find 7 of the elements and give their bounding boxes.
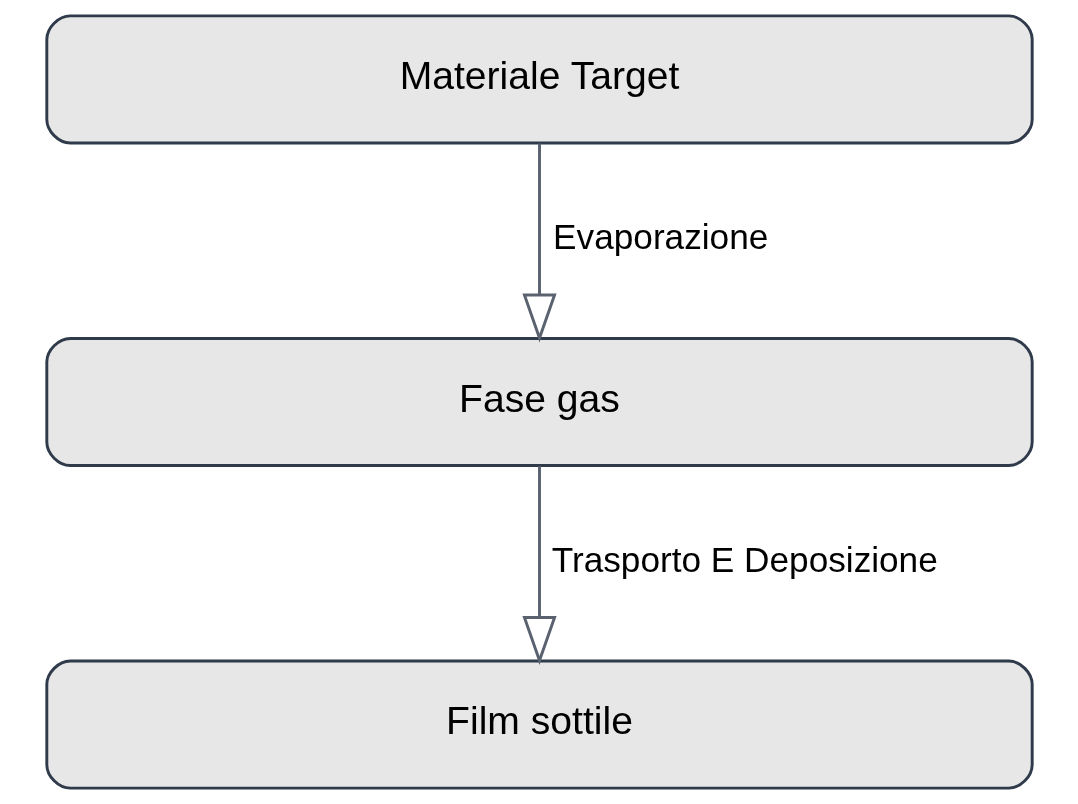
- edge-label: Evaporazione: [552, 217, 768, 257]
- edge-label: Trasporto E Deposizione: [551, 539, 938, 579]
- arrow: [521, 143, 557, 343]
- node-box: Materiale Target: [44, 14, 1034, 145]
- node-box: Film sottile: [44, 659, 1034, 790]
- node-box: Fase gas: [44, 337, 1034, 467]
- arrow: [521, 466, 557, 666]
